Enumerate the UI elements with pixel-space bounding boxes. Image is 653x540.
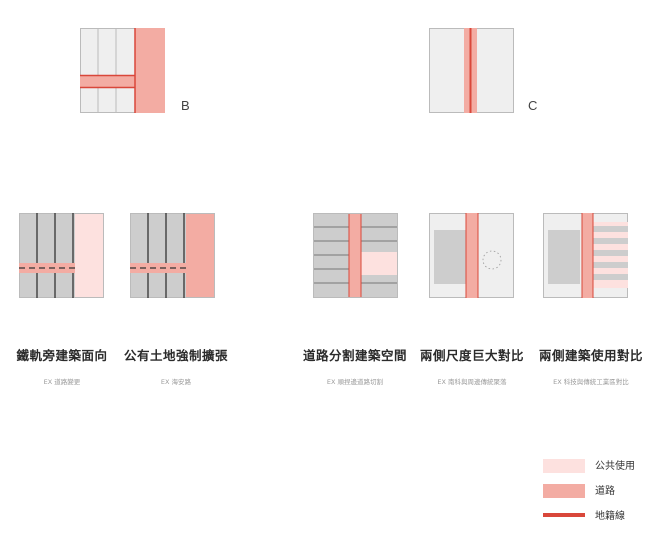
case-3-diagram	[313, 213, 399, 299]
legend-label-cadastral-line: 地籍線	[595, 511, 625, 522]
case-4-caption: 兩側尺度巨大對比 EX 南科與周邊傳統聚落	[412, 345, 532, 386]
case-2-example: EX 海安路	[160, 378, 192, 386]
line-swatch-icon	[543, 513, 585, 517]
case-1-title: 鐵軌旁建築面向	[16, 348, 108, 363]
case-5-title: 兩側建築使用對比	[538, 348, 643, 363]
case-3-example: EX 順捏邊道路切割	[326, 378, 384, 386]
legend-label-road: 道路	[595, 486, 615, 497]
case-3-title: 道路分割建築空間	[302, 348, 407, 363]
case-1-caption: 鐵軌旁建築面向 EX 道路變更	[2, 345, 122, 386]
case-4-diagram	[429, 213, 515, 299]
diagram-b	[80, 28, 166, 114]
fill-swatch-icon	[543, 484, 585, 498]
case-5-caption: 兩側建築使用對比 EX 科技與傳統工業區對比	[531, 345, 651, 386]
case-4-example: EX 南科與周邊傳統聚落	[437, 378, 507, 386]
case-4-title: 兩側尺度巨大對比	[419, 348, 524, 363]
case-5-example: EX 科技與傳統工業區對比	[553, 378, 629, 386]
case-3-caption: 道路分割建築空間 EX 順捏邊道路切割	[295, 345, 415, 386]
diagram-b-label: B	[181, 98, 190, 113]
case-2-caption: 公有土地強制擴張 EX 海安路	[116, 345, 236, 386]
case-1-diagram	[19, 213, 105, 299]
diagram-c-label: C	[528, 98, 538, 113]
case-2-title: 公有土地強制擴張	[123, 348, 228, 363]
case-2-diagram	[130, 213, 216, 299]
case-5-diagram	[543, 213, 629, 299]
legend-label-public-use: 公共使用	[595, 461, 635, 472]
diagram-c	[429, 28, 515, 114]
fill-swatch-icon	[543, 459, 585, 473]
case-1-example: EX 道路變更	[43, 378, 81, 386]
